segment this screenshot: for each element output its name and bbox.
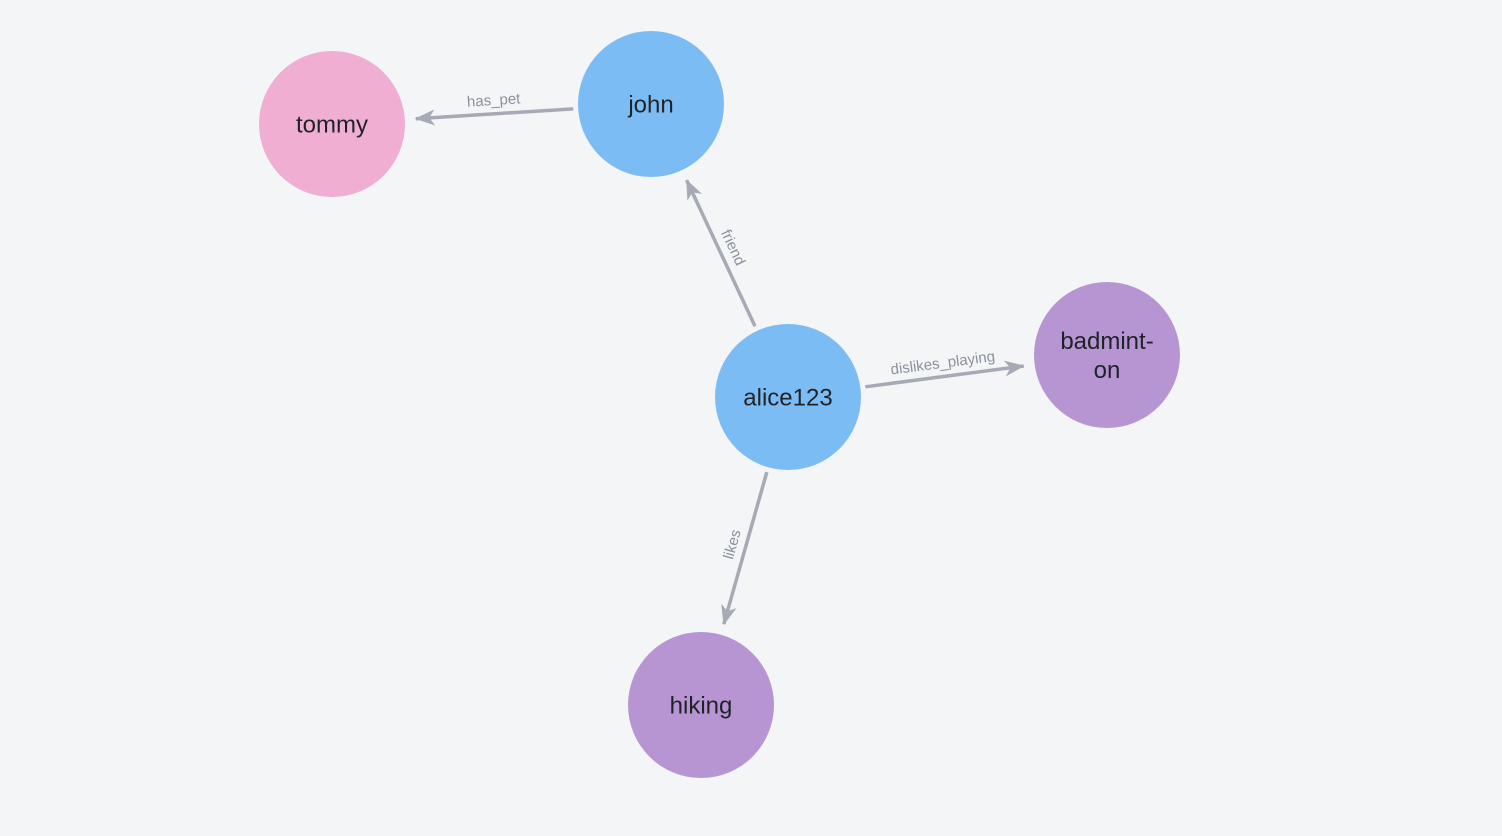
graph-node-badminton[interactable]: badmint-on xyxy=(1034,282,1180,428)
graph-node-circle-alice123 xyxy=(715,324,861,470)
graph-node-circle-badminton xyxy=(1034,282,1180,428)
graph-node-circle-tommy xyxy=(259,51,405,197)
graph-edge-likes[interactable] xyxy=(721,471,769,626)
graph-edge-friend[interactable] xyxy=(685,179,757,328)
graph-node-alice123[interactable]: alice123 xyxy=(715,324,861,470)
graph-edge-dislikes_playing[interactable] xyxy=(865,360,1025,389)
graph-node-label-hiking: hiking xyxy=(670,693,733,720)
graph-edge-label-dislikes_playing[interactable]: dislikes_playing xyxy=(890,348,996,379)
graph-node-circle-hiking xyxy=(628,632,774,778)
graph-node-hiking[interactable]: hiking xyxy=(628,632,774,778)
graph-node-tommy[interactable]: tommy xyxy=(259,51,405,197)
graph-node-circle-john xyxy=(578,31,724,177)
graph-edge-label-friend[interactable]: friend xyxy=(717,227,748,268)
graph-node-label-tommy: tommy xyxy=(296,112,368,139)
graph-node-label-alice123: alice123 xyxy=(743,385,832,412)
graph-node-label-badminton: badmint-on xyxy=(1060,328,1153,384)
graph-edge-label-has_pet[interactable]: has_pet xyxy=(466,90,521,110)
graph-node-label-john: john xyxy=(627,92,673,119)
graph-edge-label-likes[interactable]: likes xyxy=(720,528,745,562)
graph-edge-has_pet[interactable] xyxy=(414,107,574,126)
graph-node-john[interactable]: john xyxy=(578,31,724,177)
